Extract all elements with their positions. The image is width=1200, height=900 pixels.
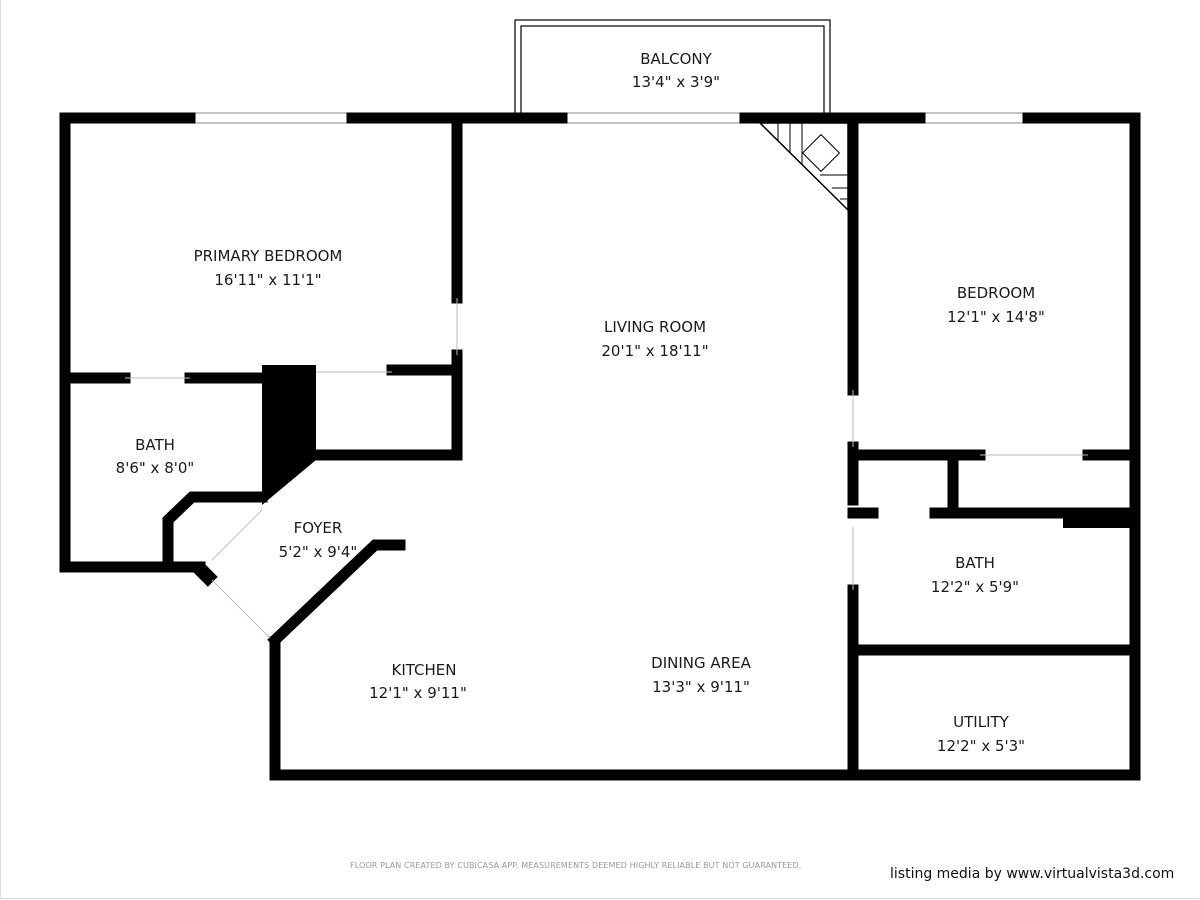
walls xyxy=(59,112,1141,781)
bedroom-dims: 12'1" x 14'8" xyxy=(947,308,1045,326)
living-room-dims: 20'1" x 18'11" xyxy=(601,342,708,360)
media-credit: listing media by www.virtualvista3d.com xyxy=(890,866,1175,882)
bath-2-name: BATH xyxy=(955,554,995,572)
foyer-name: FOYER xyxy=(294,519,343,537)
bath-1-dims: 8'6" x 8'0" xyxy=(116,459,195,477)
dining-area-dims: 13'3" x 9'11" xyxy=(652,678,750,696)
kitchen-dims: 12'1" x 9'11" xyxy=(369,684,467,702)
dining-area-name: DINING AREA xyxy=(651,654,751,672)
foyer-dims: 5'2" x 9'4" xyxy=(279,543,358,561)
balcony-dims: 13'4" x 3'9" xyxy=(632,73,720,91)
bath-2-dims: 12'2" x 5'9" xyxy=(931,578,1019,596)
bath-1-name: BATH xyxy=(135,436,175,454)
bedroom-name: BEDROOM xyxy=(957,284,1035,302)
primary-bedroom-dims: 16'11" x 11'1" xyxy=(214,271,321,289)
living-room-name: LIVING ROOM xyxy=(604,318,706,336)
kitchen-name: KITCHEN xyxy=(392,661,457,679)
wall-chase xyxy=(192,365,1133,587)
disclaimer: FLOOR PLAN CREATED BY CUBICASA APP. MEAS… xyxy=(350,861,802,870)
utility-name: UTILITY xyxy=(953,713,1010,731)
balcony-name: BALCONY xyxy=(640,50,712,68)
door-openings xyxy=(125,298,1088,639)
balcony-railing xyxy=(514,19,831,119)
utility-dims: 12'2" x 5'3" xyxy=(937,737,1025,755)
stairs xyxy=(758,122,849,212)
primary-bedroom-name: PRIMARY BEDROOM xyxy=(194,247,343,265)
